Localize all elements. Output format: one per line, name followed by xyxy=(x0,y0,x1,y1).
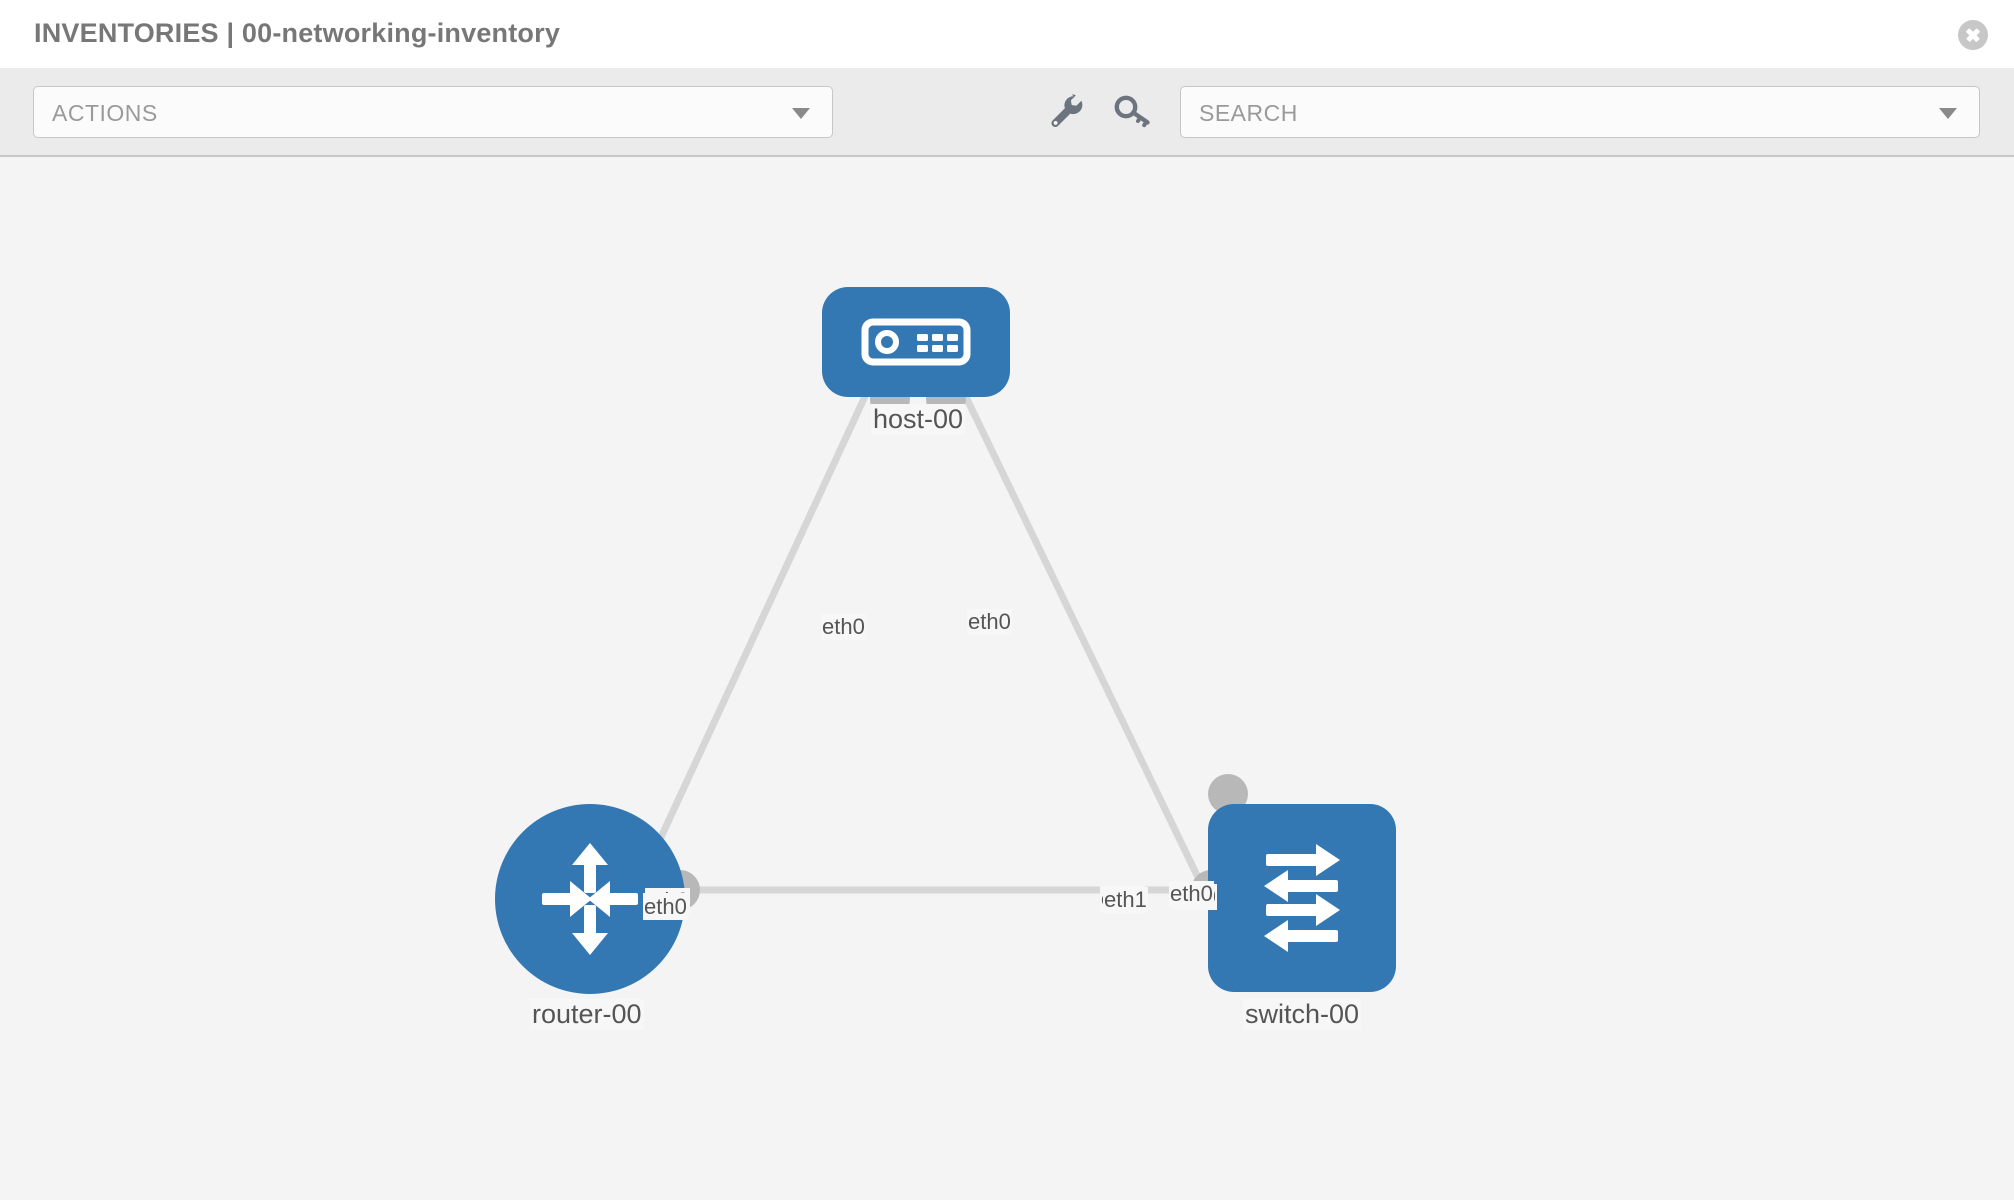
node-label-switch-00: switch-00 xyxy=(1243,999,1362,1030)
chevron-down-icon xyxy=(1939,108,1957,119)
wrench-icon[interactable] xyxy=(1046,92,1086,132)
switch-icon-shape xyxy=(1208,804,1396,992)
host-icon-shape xyxy=(822,287,1010,397)
link-host-switch xyxy=(946,362,1239,956)
router-arrows-icon xyxy=(542,843,638,955)
iface-label-switch-eth1-visible: eth1 xyxy=(1103,887,1148,913)
chevron-down-icon xyxy=(792,108,810,119)
server-icon xyxy=(861,318,971,366)
search-placeholder: SEARCH xyxy=(1199,100,1298,126)
iface-label-host-eth0-left: eth0 xyxy=(821,614,866,640)
page-title: INVENTORIES | 00-networking-inventory xyxy=(34,18,561,48)
key-icon[interactable] xyxy=(1113,92,1153,132)
node-label-host-00: host-00 xyxy=(871,404,966,435)
switch-arrows-icon xyxy=(1264,844,1340,952)
search-input[interactable]: SEARCH xyxy=(1180,86,1980,138)
toolbar: ACTIONS SEARCH xyxy=(0,68,2014,157)
topology-canvas[interactable]: host-00 eth0 eth0 xyxy=(0,159,2014,1200)
page-header: INVENTORIES | 00-networking-inventory xyxy=(0,0,2014,68)
node-label-router-00: router-00 xyxy=(530,999,644,1030)
actions-dropdown-label: ACTIONS xyxy=(52,100,158,126)
iface-label-router-uplink-eth0: eth0 xyxy=(643,894,688,920)
iface-label-switch-uplink-eth0: eth0 xyxy=(1169,881,1214,907)
actions-dropdown[interactable]: ACTIONS xyxy=(33,86,833,138)
close-icon[interactable] xyxy=(1958,20,1988,50)
iface-label-host-eth0-right: eth0 xyxy=(967,609,1012,635)
